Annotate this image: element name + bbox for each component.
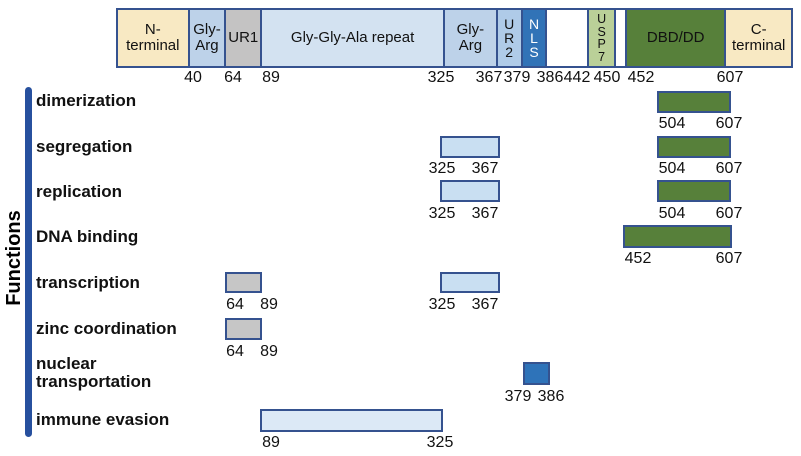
range-start-label: 89 — [262, 434, 280, 451]
range-start-label: 504 — [658, 160, 686, 177]
domain-segment-gap-1 — [547, 10, 590, 66]
domain-segment-n-terminal: N- terminal — [118, 10, 190, 66]
range-box-segregation-325-367 — [440, 136, 500, 158]
range-box-dimerization-504-607 — [657, 91, 731, 113]
range-box-segregation-504-607 — [657, 136, 731, 158]
position-label: 450 — [593, 69, 621, 86]
range-box-replication-504-607 — [657, 180, 731, 202]
range-start-label: 325 — [428, 160, 456, 177]
range-box-dna-binding-452-607 — [623, 225, 732, 248]
position-label: 442 — [563, 69, 591, 86]
function-row-label-nuclear-transportation: nuclear transportation — [36, 354, 152, 391]
range-start-label: 325 — [428, 205, 456, 222]
position-label: 452 — [627, 69, 655, 86]
domain-segment-nls: N L S — [522, 10, 548, 66]
function-row-label-immune-evasion: immune evasion — [36, 410, 170, 429]
range-start-label: 504 — [658, 115, 686, 132]
range-end-label: 367 — [471, 160, 499, 177]
range-end-label: 607 — [715, 160, 743, 177]
range-box-replication-325-367 — [440, 180, 500, 202]
domain-segment-ur1: UR1 — [226, 10, 263, 66]
function-row-label-dimerization: dimerization — [36, 91, 137, 110]
range-start-label: 64 — [226, 343, 244, 360]
range-box-transcription-64-89 — [225, 272, 262, 293]
range-end-label: 607 — [715, 115, 743, 132]
position-label: 367 — [475, 69, 503, 86]
position-label: 64 — [224, 69, 242, 86]
position-label: 379 — [503, 69, 531, 86]
functions-axis-label: Functions — [3, 210, 25, 306]
range-end-label: 386 — [537, 388, 565, 405]
position-label: 325 — [427, 69, 455, 86]
range-start-label: 379 — [504, 388, 532, 405]
range-end-label: 607 — [715, 250, 743, 267]
range-end-label: 367 — [471, 296, 499, 313]
position-label: 89 — [262, 69, 280, 86]
domain-segment-gga-repeat: Gly-Gly-Ala repeat — [262, 10, 446, 66]
function-row-label-replication: replication — [36, 182, 122, 201]
range-end-label: 89 — [260, 343, 278, 360]
domain-segment-dbd-dd: DBD/DD — [626, 10, 727, 66]
domain-bar: N- terminal Gly- Arg UR1 Gly-Gly-Ala rep… — [116, 8, 793, 68]
function-row-label-segregation: segregation — [36, 137, 133, 156]
range-end-label: 325 — [426, 434, 454, 451]
position-label: 386 — [536, 69, 564, 86]
range-box-nuclear-transportation-379-386 — [523, 362, 550, 385]
range-box-immune-evasion-89-325 — [260, 409, 443, 432]
range-start-label: 504 — [658, 205, 686, 222]
domain-segment-gly-arg-1: Gly- Arg — [189, 10, 227, 66]
function-row-label-zinc-coordination: zinc coordination — [36, 319, 177, 338]
range-end-label: 607 — [715, 205, 743, 222]
range-start-label: 64 — [226, 296, 244, 313]
range-start-label: 325 — [428, 296, 456, 313]
position-label: 607 — [716, 69, 744, 86]
function-row-label-dna-binding: DNA binding — [36, 227, 139, 246]
range-end-label: 89 — [260, 296, 278, 313]
range-start-label: 452 — [624, 250, 652, 267]
functions-bracket — [25, 87, 32, 437]
domain-segment-ur2: U R 2 — [497, 10, 523, 66]
function-row-label-transcription: transcription — [36, 273, 140, 292]
domain-segment-gly-arg-2: Gly- Arg — [445, 10, 498, 66]
domain-segment-gap-2 — [616, 10, 627, 66]
range-box-transcription-325-367 — [440, 272, 500, 293]
range-end-label: 367 — [471, 205, 499, 222]
domain-segment-usp7: U S P 7 — [589, 10, 617, 66]
domain-segment-c-terminal: C- terminal — [726, 10, 791, 66]
position-label: 40 — [184, 69, 202, 86]
range-box-zinc-coordination-64-89 — [225, 318, 262, 340]
